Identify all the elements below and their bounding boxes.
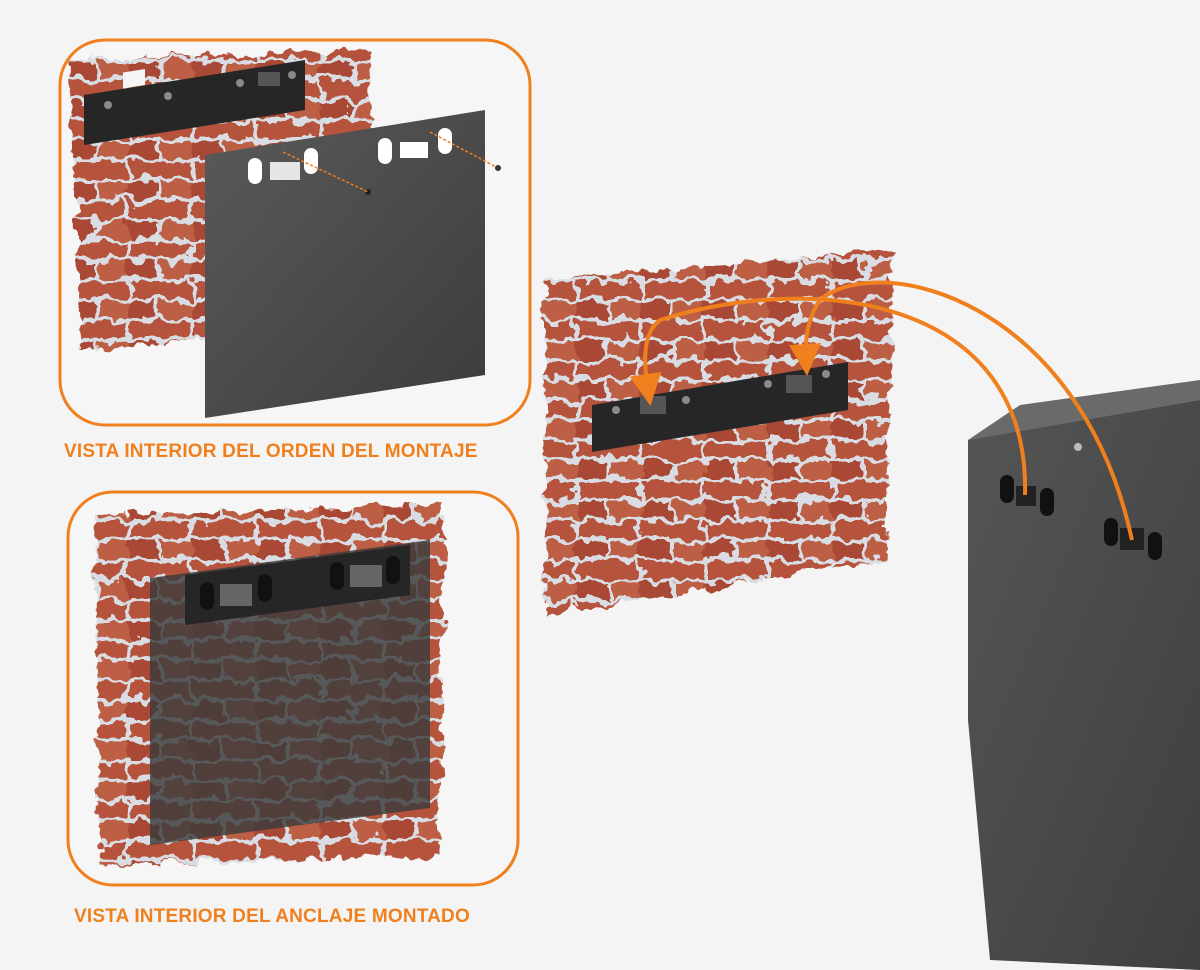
screw-icon — [282, 131, 501, 193]
safe-box — [968, 380, 1200, 970]
wall-bracket — [84, 60, 305, 145]
orange-curved-arrow-icon — [629, 280, 1134, 541]
assembly-order-panel — [58, 38, 532, 427]
caption-anchor-mounted: VISTA INTERIOR DEL ANCLAJE MONTADO — [74, 906, 470, 927]
safe-back-plate — [205, 110, 485, 418]
wall-bracket — [185, 545, 410, 625]
caption-assembly-order: VISTA INTERIOR DEL ORDEN DEL MONTAJE — [64, 441, 478, 462]
anchor-mounted-panel — [66, 490, 520, 887]
